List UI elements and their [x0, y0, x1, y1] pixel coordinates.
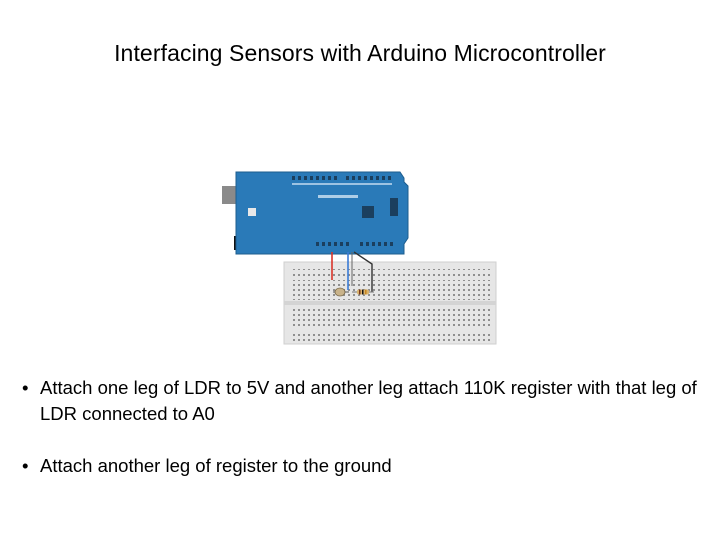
bullet-text: Attach another leg of register to the gr…: [40, 455, 392, 476]
resistor: [352, 289, 374, 295]
arduino-breadboard-illustration: [222, 171, 497, 345]
bullet-marker: •: [22, 455, 29, 476]
bullet-text: Attach one leg of LDR to 5V and another …: [40, 377, 697, 424]
arduino-board: [235, 171, 409, 255]
bullet-list: • Attach one leg of LDR to 5V and anothe…: [22, 375, 702, 505]
bullet-item: • Attach one leg of LDR to 5V and anothe…: [22, 375, 702, 427]
ldr-sensor: [333, 287, 349, 297]
slide-title: Interfacing Sensors with Arduino Microco…: [114, 40, 606, 66]
bullet-item: • Attach another leg of register to the …: [22, 453, 702, 479]
bullet-marker: •: [22, 377, 29, 398]
ground-wire: [353, 251, 373, 292]
circuit-diagram: [222, 168, 498, 346]
